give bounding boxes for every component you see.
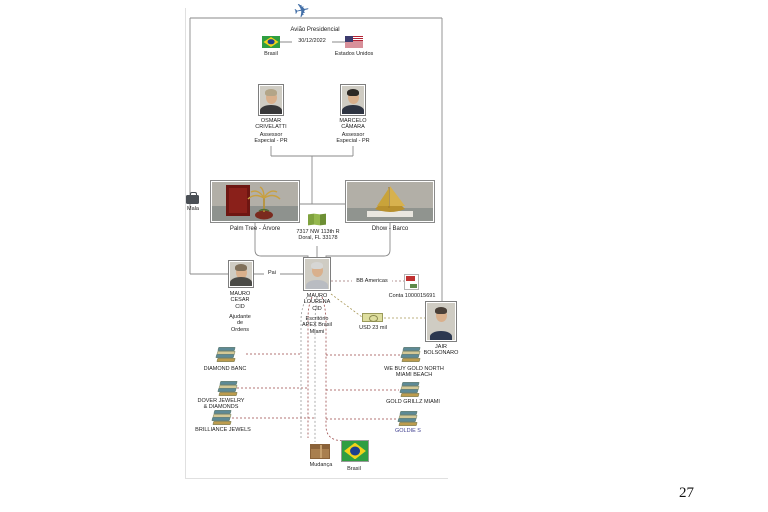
- flight-date: 30/12/2022: [292, 38, 332, 45]
- portrait-mauro-lourena-cid: [303, 257, 331, 291]
- brasil-bottom-label: Brasil: [347, 466, 361, 472]
- osmar-role: Assessor Especial - PR: [254, 132, 288, 145]
- moving-box-icon: [310, 444, 330, 459]
- cash-stack-icon: [400, 347, 422, 363]
- map-icon: [308, 213, 326, 226]
- store-diamond-banc: DIAMOND BANC: [203, 366, 247, 372]
- mauro-cesar-name: MAURO CESAR CID: [229, 291, 251, 310]
- brazil-flag-icon: [262, 36, 280, 48]
- bank-icon: [404, 274, 419, 290]
- bolsonaro-name: JAIR BOLSONARO: [423, 344, 459, 357]
- banknote-icon: [362, 313, 383, 322]
- brazil-flag-icon-large: [341, 440, 369, 462]
- portrait-jair-bolsonaro: [425, 301, 457, 342]
- mauro-lourena-role: Escritório APEX Brasil Miami: [302, 316, 332, 335]
- store-brilliance-jewels: BRILLIANCE JEWELS: [195, 427, 251, 433]
- bank-name: BB Americas: [352, 278, 392, 285]
- suitcase-icon: [186, 192, 199, 204]
- page-number: 27: [679, 485, 694, 501]
- mudanca-label: Mudança: [309, 462, 333, 468]
- cash-stack-icon: [211, 410, 233, 426]
- cash-stack-icon: [397, 411, 419, 427]
- pai-relation-label: Pai: [264, 270, 280, 277]
- store-we-buy-gold: WE BUY GOLD NORTH MIAMI BEACH: [384, 366, 444, 379]
- store-goldie-s: GOLDIE S: [395, 428, 421, 434]
- dhow-caption: Dhow - Barco: [371, 226, 409, 232]
- osmar-name: OSMAR CRIVELATTI: [255, 118, 287, 131]
- mauro-cesar-role: Ajudante de Ordens: [229, 314, 251, 333]
- portrait-osmar-crivelatti: [258, 84, 284, 116]
- palm-caption: Palm Tree - Árvore: [229, 226, 281, 232]
- marcelo-role: Assessor Especial - PR: [336, 132, 370, 145]
- mala-label: Mala: [187, 206, 199, 212]
- airplane-icon: ✈: [291, 0, 312, 24]
- destination-label: Estados Unidos: [334, 51, 374, 57]
- cash-stack-icon: [399, 382, 421, 398]
- store-gold-grillz: GOLD GRILLZ MIAMI: [386, 399, 440, 405]
- portrait-marcelo-camara: [340, 84, 366, 116]
- usd-label: USD 23 mil: [359, 325, 387, 331]
- palm-tree-photo: [210, 180, 300, 223]
- cash-stack-icon: [215, 347, 237, 363]
- cash-stack-icon: [217, 381, 239, 397]
- origin-label: Brasil: [264, 51, 278, 57]
- dhow-photo: [345, 180, 435, 223]
- portrait-mauro-cesar-cid: [228, 260, 254, 288]
- address-label: 7317 NW 113th R Doral, FL 33178: [296, 229, 340, 242]
- bank-account: Conta 1000015691: [388, 293, 436, 299]
- flight-title: Avião Presidencial: [290, 27, 340, 33]
- usa-flag-icon: [345, 36, 363, 48]
- store-dover-jewelry: DOVER JEWELRY & DIAMONDS: [197, 398, 245, 411]
- marcelo-name: MARCELO CÂMARA: [339, 118, 367, 131]
- mauro-lourena-name: MAURO LOURENA CID: [303, 293, 331, 312]
- figure-border: [185, 8, 448, 479]
